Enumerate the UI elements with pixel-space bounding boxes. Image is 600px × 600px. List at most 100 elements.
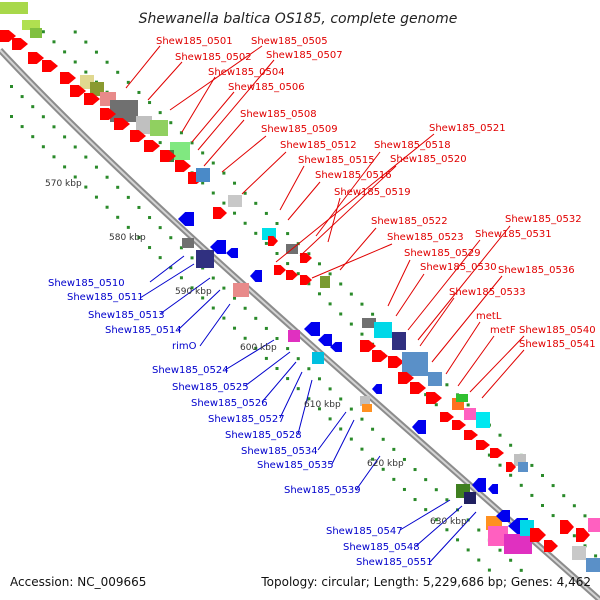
gene-box bbox=[182, 238, 194, 248]
gc-dot bbox=[148, 246, 152, 250]
callout-line bbox=[311, 243, 393, 279]
gene-box bbox=[464, 408, 476, 420]
gc-dot bbox=[307, 252, 311, 256]
gene-features bbox=[0, 2, 600, 572]
gc-dot bbox=[328, 272, 332, 276]
gene-arrow-forward bbox=[476, 440, 490, 450]
gc-dot bbox=[360, 447, 364, 451]
gc-dot bbox=[264, 326, 268, 330]
callout-line bbox=[279, 165, 305, 211]
gc-dot bbox=[317, 377, 321, 381]
gc-dot bbox=[116, 215, 120, 219]
gene-label: Shew185_0513 bbox=[88, 310, 165, 321]
gc-dot bbox=[169, 266, 173, 270]
gc-dot bbox=[328, 387, 332, 391]
gene-label: Shew185_0519 bbox=[334, 187, 411, 198]
gc-dot bbox=[456, 538, 460, 542]
callout-line bbox=[415, 505, 463, 547]
gc-dot bbox=[20, 125, 24, 129]
gene-box bbox=[504, 534, 532, 554]
gc-dot bbox=[73, 145, 77, 149]
gc-dot bbox=[307, 282, 311, 286]
callout-line bbox=[177, 289, 221, 331]
tick-580-kbp: 580 kbp bbox=[109, 233, 146, 243]
gene-label: Shew185_0524 bbox=[152, 365, 229, 376]
gc-dot bbox=[264, 241, 268, 245]
gc-dot bbox=[307, 397, 311, 401]
gc-dot bbox=[286, 377, 290, 381]
gene-box bbox=[22, 20, 40, 30]
gc-dot bbox=[487, 453, 491, 457]
gene-arrow-reverse bbox=[496, 510, 510, 522]
gene-arrow-forward bbox=[70, 85, 86, 97]
callout-line bbox=[275, 133, 435, 263]
gene-box bbox=[228, 195, 242, 207]
gc-dot bbox=[73, 30, 77, 34]
gene-arrow-forward bbox=[213, 207, 227, 219]
reverse-gene-labels: Shew185_0510 Shew185_0511 Shew185_0513 S… bbox=[48, 278, 433, 568]
gene-arrow-forward bbox=[84, 93, 100, 105]
forward-gene-labels: Shew185_0501 Shew185_0502 Shew185_0504 S… bbox=[156, 36, 596, 350]
gc-dot bbox=[445, 528, 449, 532]
callout-line bbox=[327, 197, 341, 243]
gc-dot bbox=[551, 484, 555, 488]
tick-600-kbp: 600 kbp bbox=[240, 343, 277, 353]
gene-label: Shew185_0518 bbox=[374, 140, 451, 151]
gc-dot bbox=[466, 548, 470, 552]
gc-dot bbox=[31, 135, 35, 139]
gene-arrow-forward bbox=[42, 60, 58, 72]
accession-text: Accession: NC_009665 bbox=[10, 575, 146, 589]
gene-box bbox=[150, 120, 168, 136]
gc-dot bbox=[20, 95, 24, 99]
callout-line bbox=[417, 225, 511, 341]
gc-dot bbox=[211, 191, 215, 195]
callout-line bbox=[339, 227, 377, 271]
gc-dot bbox=[211, 306, 215, 310]
gene-arrow-reverse bbox=[330, 342, 342, 352]
gene-box bbox=[488, 526, 508, 546]
gc-dot bbox=[317, 292, 321, 296]
gene-box bbox=[428, 372, 442, 386]
gc-dot bbox=[63, 165, 67, 169]
gc-dot bbox=[434, 488, 438, 492]
gc-dot bbox=[296, 387, 300, 391]
gc-dot bbox=[63, 135, 67, 139]
gc-dot bbox=[275, 337, 279, 340]
gc-dot bbox=[445, 498, 449, 502]
gc-dot bbox=[264, 356, 268, 360]
gc-dot bbox=[94, 50, 98, 54]
gc-dot bbox=[583, 544, 587, 548]
gc-dot bbox=[201, 296, 205, 300]
gc-dot bbox=[158, 256, 162, 260]
gene-arrow-forward bbox=[12, 38, 28, 50]
gene-label: Shew185_0540 bbox=[519, 325, 596, 336]
gc-dot bbox=[487, 568, 491, 572]
gc-dot bbox=[551, 514, 555, 518]
gene-arrow-forward bbox=[286, 270, 298, 280]
gc-dot bbox=[233, 211, 237, 215]
callout-line bbox=[147, 61, 183, 101]
gc-dot bbox=[424, 478, 428, 482]
gc-dot bbox=[371, 457, 375, 461]
gc-dot bbox=[41, 30, 45, 34]
gc-dot bbox=[84, 70, 88, 74]
callout-line bbox=[197, 59, 275, 151]
gene-arrow-forward bbox=[144, 140, 160, 152]
gene-label: Shew185_0530 bbox=[420, 262, 497, 273]
gc-dot bbox=[381, 467, 385, 471]
gene-arrow-forward bbox=[388, 356, 404, 368]
gene-arrow-forward bbox=[130, 130, 146, 142]
tick-590-kbp: 590 kbp bbox=[175, 287, 212, 297]
callout-line bbox=[315, 151, 381, 237]
gene-label: Shew185_0508 bbox=[240, 109, 317, 120]
gene-arrow-forward bbox=[544, 540, 558, 552]
gene-label: Shew185_0505 bbox=[251, 36, 328, 47]
gc-dot bbox=[275, 367, 279, 370]
gene-arrow-forward bbox=[175, 160, 191, 172]
gc-dot bbox=[360, 332, 364, 336]
callout-line bbox=[159, 277, 211, 315]
genome-summary-text: Topology: circular; Length: 5,229,686 bp… bbox=[260, 575, 591, 589]
gene-label: Shew185_0514 bbox=[105, 325, 182, 336]
gc-dot bbox=[158, 226, 162, 230]
